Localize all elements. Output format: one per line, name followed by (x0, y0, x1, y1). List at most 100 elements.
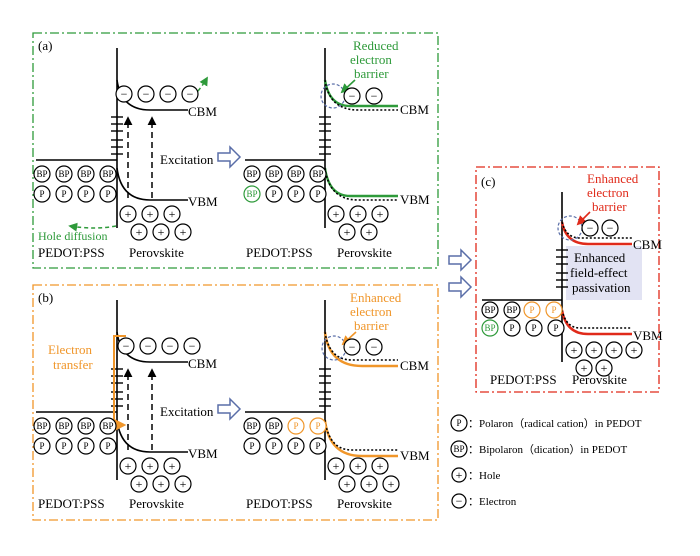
to-panel-c-arrow-bottom (448, 275, 473, 299)
panel-b-vbm-right: VBM (400, 448, 430, 463)
svg-text:field-effect: field-effect (570, 265, 628, 280)
panel-a-reduced-barrier-label: Reduced electron barrier (350, 38, 399, 81)
polaron-icon: P (243, 437, 261, 455)
svg-text:−: − (456, 494, 463, 508)
polaron-icon: P (309, 185, 327, 203)
svg-text:P: P (271, 189, 276, 199)
panel-c-cbm: CBM (633, 237, 662, 252)
svg-text:+: + (366, 477, 373, 491)
panel-b-left-diagram (36, 300, 188, 480)
svg-text:Enhanced: Enhanced (574, 250, 626, 265)
panel-b-pedot-left: PEDOT:PSS (38, 496, 105, 511)
svg-text:P: P (529, 305, 534, 315)
bipolaron-icon: BP (77, 165, 95, 183)
svg-text:+: + (344, 477, 351, 491)
svg-text:BP: BP (312, 169, 323, 179)
polaron-icon: P (265, 437, 283, 455)
svg-text:Electron: Electron (48, 342, 93, 357)
svg-text:+: + (631, 343, 638, 357)
polaron-icon: P (77, 437, 95, 455)
svg-text:P: P (553, 323, 558, 333)
svg-text:+: + (571, 343, 578, 357)
panel-b-cbm-right: CBM (400, 358, 429, 373)
svg-text:P: P (105, 441, 110, 451)
panel-b-pedot-right: PEDOT:PSS (246, 496, 313, 511)
legend-hole: ：Hole (468, 470, 500, 482)
panel-c-vbm: VBM (633, 328, 663, 343)
polaron-icon: P (309, 437, 327, 455)
svg-text:BP: BP (80, 421, 91, 431)
svg-text:−: − (371, 89, 378, 103)
svg-text:+: + (125, 459, 132, 473)
svg-text:BP: BP (102, 421, 113, 431)
panel-b-transition-arrow (217, 397, 242, 421)
svg-text:Enhanced: Enhanced (587, 171, 639, 186)
svg-text:P: P (315, 441, 320, 451)
panel-c-passivation-box (566, 246, 642, 300)
svg-text:P: P (293, 189, 298, 199)
svg-text:P: P (61, 189, 66, 199)
svg-text:P: P (83, 189, 88, 199)
svg-text:+: + (158, 225, 165, 239)
hole-icon: + (174, 223, 192, 241)
svg-text:−: − (607, 221, 614, 235)
hole-icon: + (595, 359, 613, 377)
svg-text:BP: BP (290, 169, 301, 179)
polaron-icon: P (525, 319, 543, 337)
hole-icon: + (585, 341, 603, 359)
hole-icon: + (327, 457, 345, 475)
hole-icon: + (360, 223, 378, 241)
svg-text:P: P (531, 323, 536, 333)
bipolaron-icon: BP (265, 417, 283, 435)
electron-icon: − (161, 337, 179, 355)
svg-text:+: + (147, 207, 154, 221)
svg-text:BP: BP (453, 444, 464, 454)
panel-a-transition-arrow (217, 145, 242, 169)
bipolaron-icon: BP (33, 165, 51, 183)
hole-icon: + (382, 475, 400, 493)
svg-text:+: + (169, 207, 176, 221)
polaron-icon: P (503, 319, 521, 337)
svg-text:+: + (355, 459, 362, 473)
svg-text:−: − (587, 221, 594, 235)
svg-text:P: P (271, 441, 276, 451)
panel-a-left-diagram (36, 48, 208, 232)
hole-icon: + (605, 341, 623, 359)
to-panel-c-arrow-top (448, 248, 473, 272)
svg-text:Reduced: Reduced (353, 38, 399, 53)
panel-c-pedot: PEDOT:PSS (490, 372, 557, 387)
legend-bipolaron-icon: BP (450, 440, 468, 458)
hole-icon: + (152, 475, 170, 493)
hole-icon: + (163, 457, 181, 475)
panel-a-hole-diffusion: Hole diffusion (38, 229, 107, 243)
svg-text:+: + (333, 207, 340, 221)
legend-bipolaron: ：Bipolaron（dication）in PEDOT (468, 443, 627, 456)
svg-text:BP: BP (58, 421, 69, 431)
svg-text:+: + (377, 459, 384, 473)
panel-b-frame (32, 284, 439, 521)
svg-text:+: + (377, 207, 384, 221)
bipolaron-icon: BP (503, 301, 521, 319)
svg-text:P: P (39, 441, 44, 451)
svg-text:+: + (169, 459, 176, 473)
hole-icon: + (130, 475, 148, 493)
polaron-icon: P (99, 185, 117, 203)
panel-c-enhanced-barrier-label: Enhanced electron barrier (587, 171, 639, 214)
svg-text:+: + (601, 361, 608, 375)
electron-icon: − (365, 87, 383, 105)
electron-icon: − (183, 337, 201, 355)
hole-icon: + (163, 205, 181, 223)
panel-b-cbm-left: CBM (188, 356, 217, 371)
svg-text:P: P (315, 189, 320, 199)
legend-electron: ：Electron (468, 496, 517, 508)
svg-text:electron: electron (350, 52, 392, 67)
svg-text:P: P (83, 441, 88, 451)
bipolaron-icon: BP (99, 165, 117, 183)
bipolaron-icon: BP (243, 417, 261, 435)
legend-electron-icon: − (451, 493, 467, 509)
svg-text:BP: BP (246, 189, 257, 199)
panel-b-tag: (b) (38, 290, 53, 305)
svg-text:−: − (145, 339, 152, 353)
polaron-icon: P (55, 185, 73, 203)
svg-text:BP: BP (484, 323, 495, 333)
